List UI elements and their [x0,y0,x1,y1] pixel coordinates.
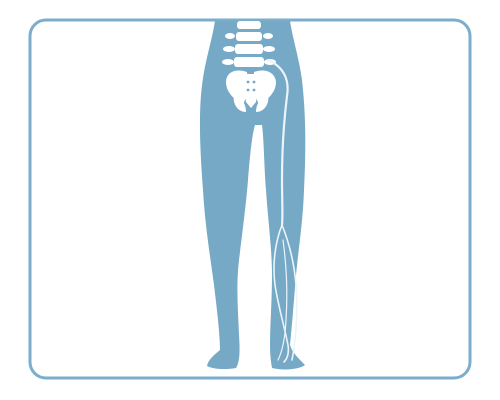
pelvis-right-ilium [253,70,276,104]
body-silhouette [199,21,306,370]
sacral-foramen-2 [252,80,256,84]
sacrum-dots [246,80,256,92]
pelvis-left-ischium [233,94,246,112]
vertebra-2 [236,32,262,41]
vertebra-side-r2 [263,46,275,52]
vertebra-3 [235,44,263,54]
vertebra-side-l2 [223,46,235,52]
sciatic-nerve [266,58,298,363]
vertebra-4 [234,57,264,67]
vertebra-side-r1 [263,33,273,39]
frame-border [28,18,472,380]
nerve-branch-lateral [281,224,298,361]
spine [222,21,276,67]
sacrum [242,74,260,108]
nerve-branch-medial [273,224,290,363]
vertebra-1 [237,21,261,29]
nerve-root [266,58,289,227]
nerve-branch-inner [277,239,288,361]
sacral-foramen-3 [246,88,250,92]
pelvis [226,70,276,112]
vertebra-side-l3 [222,59,234,65]
sacral-foramen-1 [246,80,250,84]
pelvis-left-ilium [226,70,248,104]
lower-body-shape [199,21,306,370]
sacral-foramen-4 [252,88,256,92]
pelvis-right-ischium [256,94,269,112]
vertebra-side-l1 [225,33,235,39]
